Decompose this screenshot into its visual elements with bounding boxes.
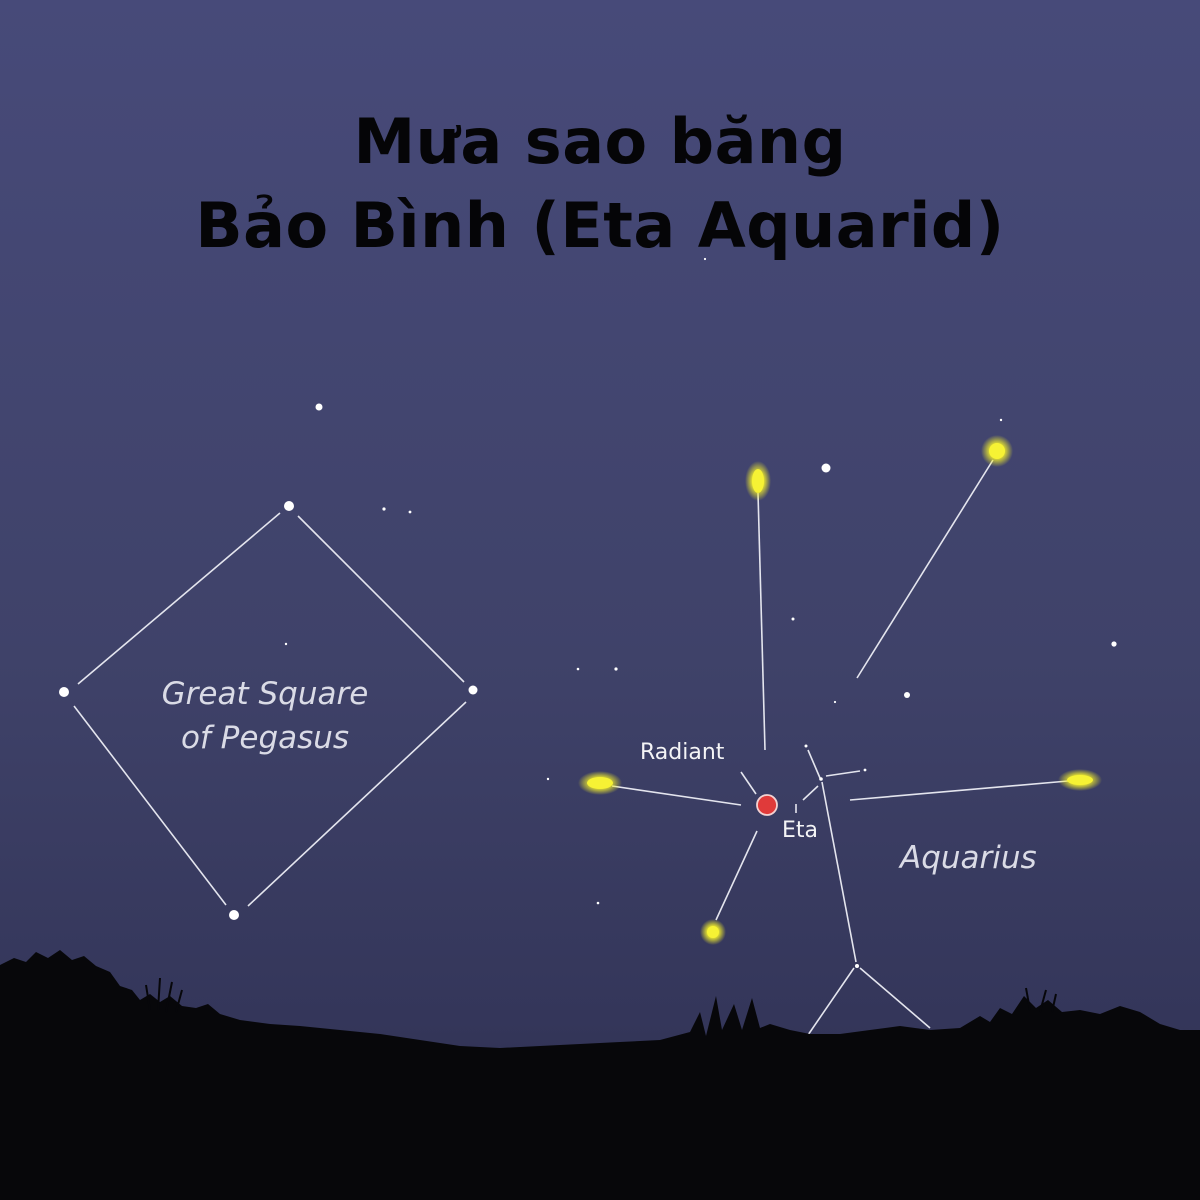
aquarius-stars <box>819 777 859 968</box>
aquarius-label: Aquarius <box>900 840 1037 876</box>
aquarius-line <box>859 967 931 1029</box>
page-title: Mưa sao băng Bảo Bình (Eta Aquarid) <box>0 100 1200 268</box>
title-line-2: Bảo Bình (Eta Aquarid) <box>195 189 1005 262</box>
pegasus-line <box>247 701 467 907</box>
aquarius-star <box>855 964 859 968</box>
plant-stem <box>1025 987 1031 1011</box>
aquarius-line <box>807 749 821 779</box>
star <box>833 700 837 704</box>
star <box>284 642 288 646</box>
pegasus-star <box>468 685 478 695</box>
background-stars <box>284 257 1117 905</box>
aquarius-star <box>819 777 823 781</box>
meteor-trails <box>611 459 1069 921</box>
meteor <box>745 461 771 501</box>
meteor-trail <box>757 492 766 751</box>
aquarius-line <box>807 967 855 1036</box>
pegasus-label-line-1: Great Square <box>161 676 369 712</box>
star <box>904 692 910 698</box>
star <box>596 901 600 905</box>
plant-stem <box>165 981 173 1013</box>
pegasus-line <box>297 515 465 683</box>
radiant-marker <box>740 771 778 816</box>
star <box>1111 641 1117 647</box>
meteor <box>700 919 726 945</box>
meteor-trail <box>611 785 742 806</box>
plant-stem <box>1039 989 1047 1013</box>
radiant-dot <box>756 794 778 816</box>
meteors <box>578 435 1102 945</box>
star <box>546 777 550 781</box>
title-line-1: Mưa sao băng <box>353 105 847 178</box>
pegasus-star <box>59 687 69 697</box>
meteor-head <box>989 443 1005 459</box>
meteor-trail <box>715 830 758 921</box>
star <box>576 667 580 671</box>
plant-stem <box>157 977 161 1011</box>
meteor <box>578 771 622 795</box>
pegasus-line <box>77 512 281 685</box>
meteor <box>1058 769 1102 791</box>
pegasus-stars <box>59 501 478 920</box>
aquarius-line <box>821 781 857 963</box>
meteor-trail <box>856 459 994 679</box>
pegasus-label-line-2: of Pegasus <box>180 720 350 756</box>
plant-stem <box>145 984 151 1011</box>
pegasus-label: Great Square of Pegasus <box>150 672 380 760</box>
meteor <box>981 435 1013 467</box>
aquarius-constellation <box>795 749 931 1036</box>
star <box>614 667 618 671</box>
aquarius-line <box>825 770 861 777</box>
tree-line-silhouette <box>0 950 1200 1200</box>
star <box>408 510 412 514</box>
plant-stem <box>175 989 183 1013</box>
star <box>821 463 831 473</box>
meteor-head <box>752 469 764 493</box>
radiant-label: Radiant <box>640 740 725 765</box>
star <box>999 418 1003 422</box>
aquarius-line <box>802 785 819 801</box>
pegasus-constellation <box>73 512 467 907</box>
plant-stem <box>1051 993 1057 1013</box>
star <box>791 617 795 621</box>
pegasus-line <box>73 705 227 906</box>
meteor-head <box>587 777 613 789</box>
eta-label: Eta <box>782 818 819 843</box>
scrub-detail <box>145 977 1057 1013</box>
star <box>315 403 323 411</box>
meteor-head <box>1067 775 1093 785</box>
star <box>703 257 707 261</box>
pegasus-star <box>229 910 239 920</box>
star <box>863 768 867 772</box>
meteor-trail <box>849 780 1069 801</box>
meteor-head <box>707 926 719 938</box>
radiant-pointer-line <box>740 771 757 795</box>
star <box>382 507 386 511</box>
pegasus-star <box>284 501 294 511</box>
star <box>804 744 808 748</box>
